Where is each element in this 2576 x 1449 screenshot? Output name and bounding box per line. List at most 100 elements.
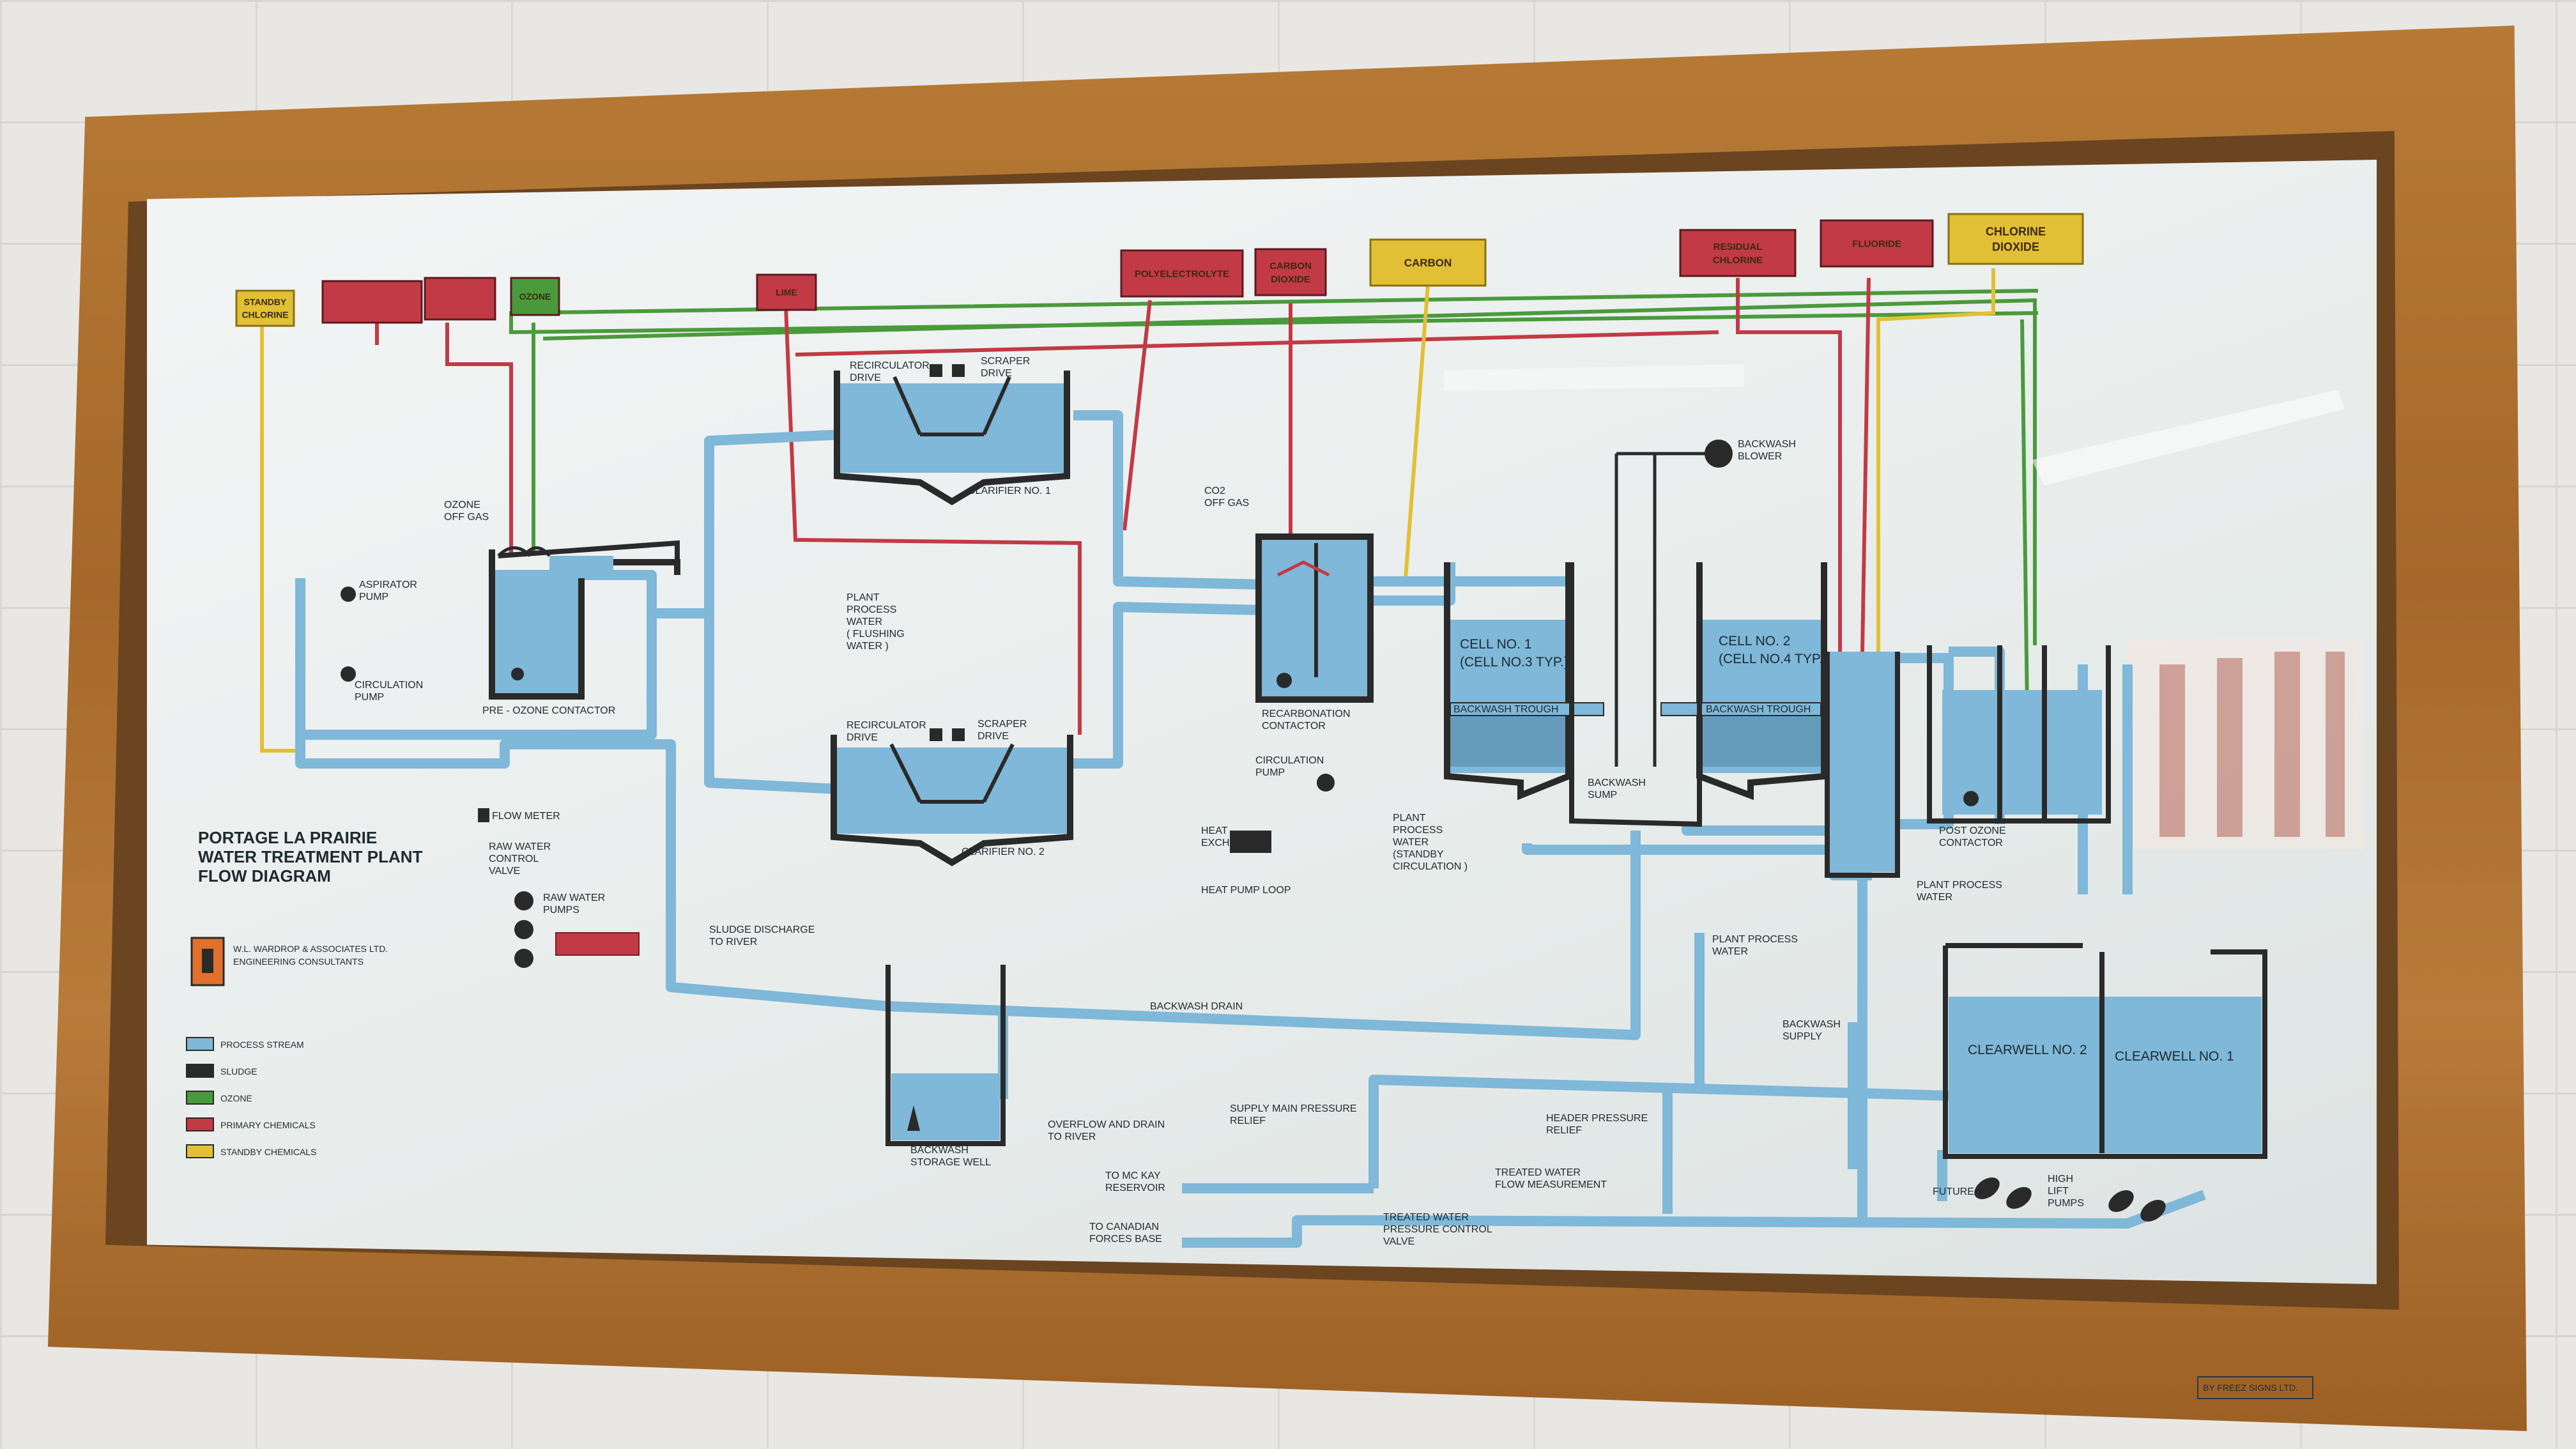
label-pre-ozone: PRE - OZONE CONTACTOR: [482, 705, 615, 716]
plant-title-line-2: WATER TREATMENT PLANT: [198, 847, 423, 866]
label-aspirator-pump: PUMP: [359, 592, 388, 602]
chemical-box-1: [424, 277, 496, 321]
label-backwash-sump: BACKWASH: [1588, 778, 1646, 788]
label-plant-process-water-standby: circulation ): [1393, 861, 1468, 872]
chem-line-13: [1876, 268, 1995, 652]
label-raw-water-valve: VALVE: [489, 866, 520, 877]
label-sludge-discharge: SLUDGE DISCHARGE: [709, 924, 815, 935]
legend-label: PROCESS STREAM: [220, 1039, 304, 1050]
filter-cell-2: [1660, 562, 1827, 801]
glass-glare-2: [1444, 364, 1744, 391]
label-recirc-drive-2: RECIRCULATOR: [847, 720, 926, 731]
label-plant-process-water-flush: WATER: [847, 617, 882, 627]
plant-title-line-1: PORTAGE LA PRAIRIE: [198, 828, 377, 847]
label-circulation-pump-1: PUMP: [355, 692, 384, 703]
chem-line-7: [795, 330, 1719, 356]
chlorine-dioxide-box-text: DIOXIDE: [1992, 240, 2039, 253]
aspirator-pump-icon: [341, 586, 356, 602]
standby-chlorine-box-text: STANDBY: [244, 296, 287, 307]
glass-glare: [2032, 390, 2345, 486]
label-clearwell-1: CLEARWELL No. 1: [2115, 1049, 2234, 1064]
label-to-mckay: TO Mc KAY: [1105, 1170, 1161, 1181]
label-plant-process-water-standby: (standby: [1393, 849, 1444, 860]
label-ozone-offgas: OFF GAS: [444, 512, 489, 523]
label-plant-process-water-mid: PLANT PROCESS: [1712, 934, 1798, 945]
carbon-box: CARBON: [1369, 238, 1487, 287]
legend-item: OZONE: [186, 1091, 252, 1105]
label-to-mckay: RESERVOIR: [1105, 1183, 1165, 1193]
standby-chlorine-box-text: CHLORINE: [241, 309, 288, 319]
chem-line-4: [509, 289, 2039, 335]
chem-line-6: [784, 306, 1082, 735]
clarifier-1: [834, 364, 1070, 505]
chem-line-11: [1736, 278, 1842, 652]
legend-label: STANDBY CHEMICALS: [220, 1147, 316, 1157]
label-backwash-storage: STORAGE WELL: [910, 1157, 991, 1168]
label-ozone-offgas: OZONE: [444, 500, 480, 510]
label-circulation-pump-2: PUMP: [1255, 767, 1285, 778]
circulation-pump-icon: [341, 666, 356, 682]
heat-exchanger: [1230, 831, 1271, 853]
polyelectrolyte-box: POLYELECTROLYTE: [1120, 249, 1244, 298]
label-recirc-drive-2: DRIVE: [847, 732, 878, 743]
carbon-dioxide-box-text: CARBON: [1269, 261, 1312, 272]
label-recarb-contactor: RECARBONATION: [1262, 709, 1350, 719]
lime-box-text: LIME: [776, 287, 797, 297]
label-header-relief: HEADER PRESSURE: [1546, 1113, 1648, 1124]
label-plant-process-water-standby: PLANT: [1393, 813, 1426, 824]
label-high-lift: LIFT: [2048, 1186, 2069, 1197]
label-cell-2: CELL No. 2: [1719, 634, 1790, 648]
label-backwash-supply: SUPPLY: [1782, 1031, 1822, 1042]
label-trough-2: BACKWASH TROUGH: [1706, 704, 1811, 715]
label-plant-process-water-flush: ( flushing: [847, 629, 905, 640]
post-ozone-contactor: [1825, 645, 2111, 878]
filter-cell-1: [1444, 562, 1604, 801]
label-pressure-valve: VALVE: [1383, 1236, 1414, 1247]
label-plant-process-water-post: WATER: [1917, 892, 1952, 903]
legend-item: STANDBY CHEMICALS: [186, 1144, 316, 1158]
chem-line-10: [1404, 284, 1430, 579]
standby-chlorine-box: STANDBY CHLORINE: [235, 289, 295, 327]
chem-line-8: [1123, 300, 1152, 531]
label-treated-flow: FLOW MEASUREMENT: [1495, 1179, 1607, 1190]
legend-item: PRIMARY CHEMICALS: [186, 1117, 316, 1131]
legend-label: OZONE: [220, 1093, 252, 1103]
label-plant-process-water-mid: WATER: [1712, 946, 1748, 957]
residual-chlorine-box-text: RESIDUAL: [1713, 241, 1763, 252]
carbon-box-text: CARBON: [1404, 257, 1452, 269]
chem-line-2: [445, 323, 513, 556]
label-to-forces: TO CANADIAN: [1089, 1222, 1159, 1232]
engineer-name: W.L. WARDROP & ASSOCIATES LTD.: [233, 944, 388, 954]
label-backwash-drain: BACKWASH DRAIN: [1150, 1001, 1243, 1012]
recarbonation-contactor: [1255, 533, 1374, 703]
label-cell-1: CELL No. 1: [1460, 637, 1531, 652]
label-raw-water-pumps: PUMPS: [543, 905, 579, 916]
ozone-box: OZONE: [510, 277, 560, 316]
fluoride-box-text: FLUORIDE: [1852, 238, 1901, 249]
label-heat-exch: EXCH.: [1201, 838, 1232, 848]
chlorine-dioxide-box-text: CHLORINE: [1986, 225, 2046, 238]
label-post-ozone: CONTACTOR: [1939, 838, 2003, 848]
label-backwash-storage: BACKWASH: [910, 1145, 969, 1156]
label-backwash-sump: SUMP: [1588, 790, 1617, 801]
label-flow-meter: FLOW METER: [492, 811, 560, 822]
label-backwash-blower: BLOWER: [1738, 451, 1782, 462]
label-future: FUTURE: [1933, 1186, 1974, 1197]
label-plant-process-water-standby: PROCESS: [1393, 825, 1443, 836]
ozone-box-text: OZONE: [519, 291, 551, 302]
label-recirc-drive-1: DRIVE: [850, 372, 881, 383]
label-high-lift: HIGH: [2048, 1174, 2073, 1184]
label-cell-2: (CELL No.4 TYP.): [1719, 652, 1827, 666]
label-circulation-pump-1: CIRCULATION: [355, 680, 423, 691]
label-clarifier-2: CLARIFIER No. 2: [962, 847, 1045, 857]
label-pressure-valve: PRESSURE CONTROL: [1383, 1224, 1492, 1235]
pre-ozone-contactor: [489, 540, 680, 700]
label-raw-water-valve: CONTROL: [489, 854, 539, 864]
label-plant-process-water-flush: PLANT: [847, 592, 880, 603]
label-scraper-drive-2: SCRAPER: [977, 719, 1027, 730]
label-aspirator-pump: ASPIRATOR: [359, 579, 417, 590]
label-heat-pump-loop: HEAT PUMP LOOP: [1201, 885, 1291, 896]
